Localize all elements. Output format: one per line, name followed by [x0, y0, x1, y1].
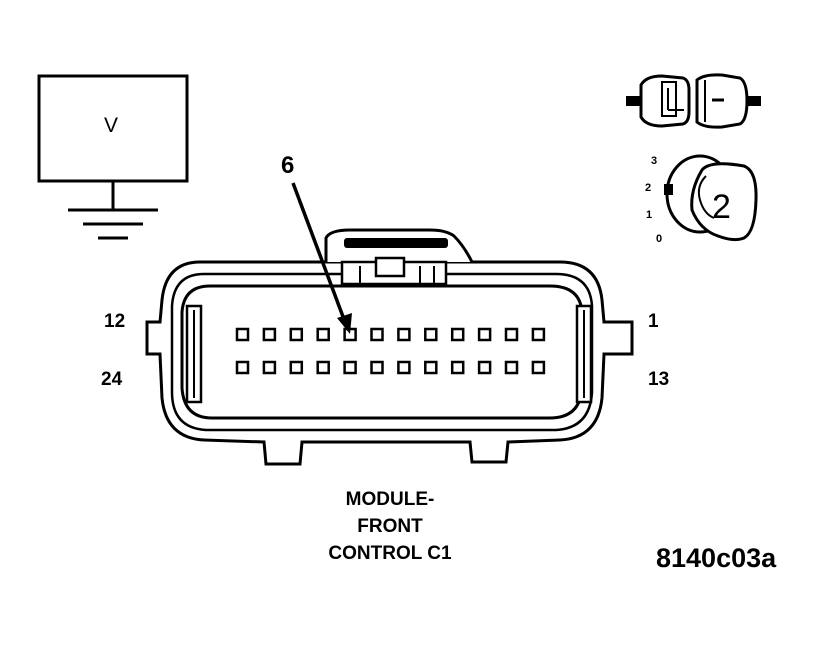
pin-cavity-22	[289, 360, 304, 375]
pin-cavity-23	[262, 360, 277, 375]
ignition-switch-icon	[664, 154, 758, 242]
caption-line-2: FRONT	[357, 516, 423, 537]
pin-cavity-10	[289, 327, 304, 342]
connector-caption: MODULE- FRONT CONTROL C1	[290, 486, 490, 567]
ignition-position-3: 3	[651, 155, 658, 167]
pin-cavity-21	[316, 360, 330, 375]
connector-plug-icon	[626, 73, 761, 129]
pin-cavity-5	[424, 327, 438, 342]
pin-cavity-7	[370, 327, 384, 342]
pin-cavity-1	[531, 327, 546, 342]
pin-cavity-24	[235, 360, 250, 375]
pin-cavity-20	[343, 360, 357, 375]
pin-cavity-18	[397, 360, 411, 375]
ground-icon	[68, 208, 158, 240]
pin-cavity-19	[370, 360, 384, 375]
pin-cavity-11	[262, 327, 277, 342]
pin-cavity-15	[477, 360, 492, 375]
ignition-position-2: 2	[645, 182, 652, 194]
pin-cavity-17	[424, 360, 438, 375]
ignition-key-position: 2	[712, 188, 731, 226]
ignition-position-0: 0	[656, 233, 663, 245]
pin-cavity-13	[531, 360, 546, 375]
ignition-position-1: 1	[646, 209, 653, 221]
connector-body	[145, 228, 634, 466]
caption-line-3: CONTROL C1	[328, 543, 452, 564]
pin-cavities	[235, 327, 546, 375]
voltmeter-label: V	[104, 114, 119, 137]
caption-line-1: MODULE-	[345, 489, 435, 510]
pin-cavity-6	[397, 327, 411, 342]
pin-cavity-16	[450, 360, 465, 375]
pin-label-bottom-right: 13	[648, 369, 670, 390]
voltmeter-icon	[37, 74, 189, 210]
pin-label-top-left: 12	[104, 311, 126, 332]
pin-cavity-12	[235, 327, 250, 342]
callout-arrow	[291, 182, 352, 334]
pin-cavity-2	[504, 327, 519, 342]
pin-cavity-4	[450, 327, 465, 342]
pin-cavity-9	[316, 327, 330, 342]
pin-label-bottom-left: 24	[101, 369, 123, 390]
pin-label-top-right: 1	[648, 311, 659, 332]
figure-id: 8140c03a	[656, 543, 777, 573]
callout-pin-number: 6	[281, 152, 295, 179]
pin-cavity-14	[504, 360, 519, 375]
pin-cavity-3	[477, 327, 492, 342]
